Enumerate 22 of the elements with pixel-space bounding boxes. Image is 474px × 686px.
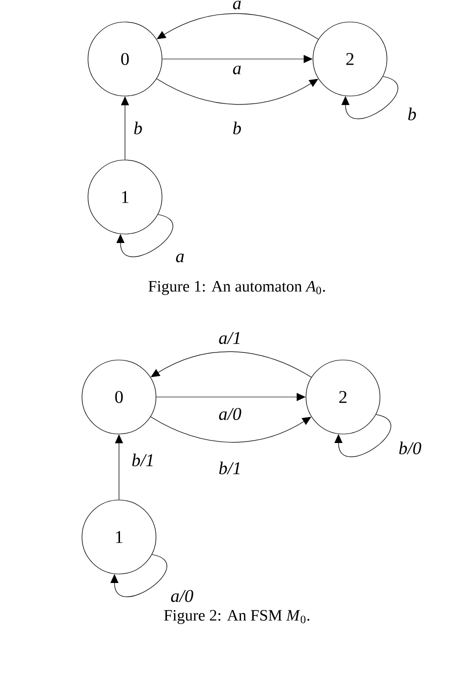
- arrow: [110, 554, 167, 598]
- arrow: [150, 416, 312, 443]
- arrow: [156, 13, 319, 40]
- edge-label: b/0: [399, 442, 422, 454]
- figure-caption: Figure 1: An automaton A$_{0}$.: [148, 281, 325, 295]
- edge-label: b/1: [219, 462, 240, 474]
- edge-label: b/1: [132, 454, 153, 466]
- edge-label: b: [408, 108, 416, 120]
- edge-label: b: [134, 122, 142, 134]
- edge-label: a/0: [171, 590, 194, 602]
- arrow: [334, 414, 391, 458]
- arrow: [156, 78, 318, 105]
- edge-label: a: [233, 0, 241, 10]
- arrow: [341, 76, 398, 120]
- edge-label: b: [233, 122, 241, 134]
- figure-caption: Figure 2: An FSM M$_{0}$.: [164, 610, 310, 624]
- edge-label: a: [176, 254, 184, 262]
- edge-label: a/0: [219, 408, 242, 420]
- arrow: [116, 214, 173, 258]
- arrow: [150, 351, 312, 378]
- edge-label: a: [233, 66, 241, 74]
- edge-label: a/1: [219, 332, 240, 344]
